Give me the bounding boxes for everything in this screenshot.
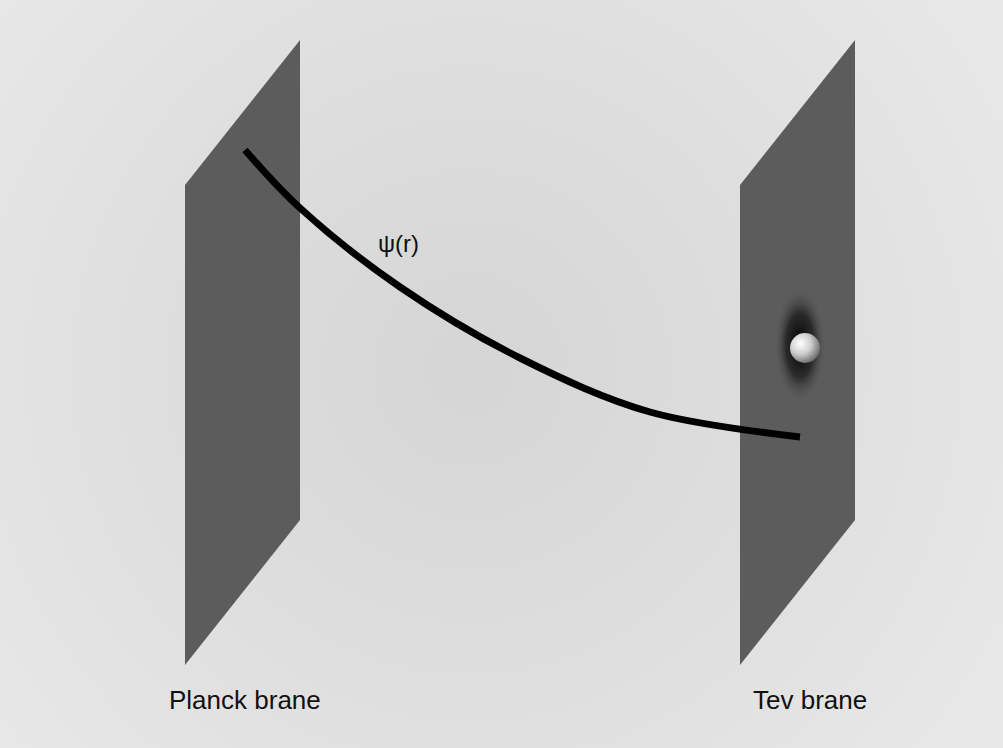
brane-label: Planck brane [169, 685, 321, 716]
particle-sphere [790, 333, 820, 363]
curve-label: ψ(r) [378, 230, 419, 258]
brane-surface [740, 40, 855, 665]
planck-brane: Planck brane [145, 35, 345, 725]
tev-brane: Tev brane [710, 35, 910, 725]
brane-label: Tev brane [753, 685, 867, 716]
mass-well [774, 287, 826, 403]
brane-surface [185, 40, 300, 665]
wavefunction-curve [245, 150, 800, 437]
brane-plane [145, 35, 345, 725]
brane-plane [710, 35, 910, 725]
